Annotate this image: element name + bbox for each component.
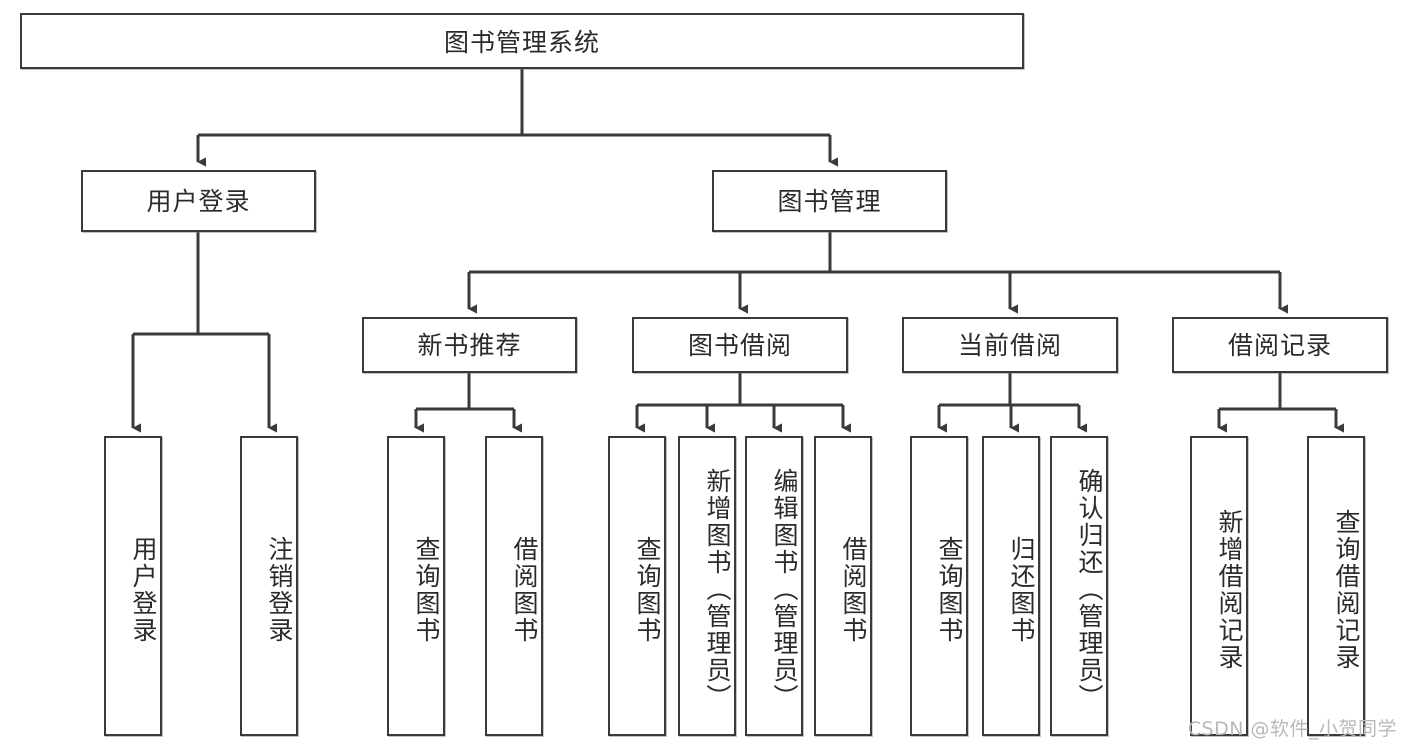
node-leaf-query-book-recommend-label: 查询图书 [412, 536, 441, 644]
node-leaf-edit-book[interactable]: 编辑图书（管理员） [745, 436, 803, 736]
node-leaf-borrow-book-recommend-label: 借阅图书 [510, 536, 539, 644]
node-leaf-borrow-book-recommend[interactable]: 借阅图书 [485, 436, 543, 736]
node-leaf-add-borrow-record[interactable]: 新增借阅记录 [1190, 436, 1248, 736]
node-borrow-record-label: 借阅记录 [1227, 330, 1332, 360]
node-book-borrow[interactable]: 图书借阅 [632, 317, 848, 373]
node-leaf-query-book-borrow[interactable]: 查询图书 [608, 436, 666, 736]
node-leaf-user-login-label: 用户登录 [129, 536, 158, 644]
node-leaf-query-book-recommend[interactable]: 查询图书 [387, 436, 445, 736]
node-book-manage-label: 图书管理 [777, 186, 882, 216]
node-leaf-return-book[interactable]: 归还图书 [982, 436, 1040, 736]
node-leaf-borrow-book-label: 借阅图书 [839, 536, 868, 644]
node-leaf-query-book-current[interactable]: 查询图书 [910, 436, 968, 736]
node-book-borrow-label: 图书借阅 [687, 330, 792, 360]
node-new-book-recommend[interactable]: 新书推荐 [362, 317, 577, 373]
node-leaf-return-book-label: 归还图书 [1007, 536, 1036, 644]
csdn-watermark: CSDN @软件_小贺同学 [1187, 718, 1397, 740]
node-leaf-query-book-current-label: 查询图书 [935, 536, 964, 644]
node-leaf-user-login[interactable]: 用户登录 [104, 436, 162, 736]
node-leaf-logout-label: 注销登录 [265, 536, 294, 644]
node-borrow-record[interactable]: 借阅记录 [1172, 317, 1388, 373]
node-current-borrow[interactable]: 当前借阅 [902, 317, 1118, 373]
node-leaf-query-book-borrow-label: 查询图书 [633, 536, 662, 644]
node-root-label: 图书管理系统 [443, 28, 600, 57]
node-leaf-add-book[interactable]: 新增图书（管理员） [678, 436, 736, 736]
node-user-login[interactable]: 用户登录 [81, 170, 316, 232]
node-leaf-logout[interactable]: 注销登录 [240, 436, 298, 736]
node-current-borrow-label: 当前借阅 [957, 330, 1062, 360]
node-leaf-add-book-label: 新增图书（管理员） [703, 467, 732, 711]
node-root-system[interactable]: 图书管理系统 [20, 13, 1024, 69]
node-leaf-edit-book-label: 编辑图书（管理员） [770, 467, 799, 711]
node-new-book-recommend-label: 新书推荐 [417, 330, 522, 360]
node-leaf-add-borrow-record-label: 新增借阅记录 [1215, 509, 1244, 671]
node-leaf-confirm-return[interactable]: 确认归还（管理员） [1050, 436, 1108, 736]
node-leaf-query-borrow-record[interactable]: 查询借阅记录 [1307, 436, 1365, 736]
node-leaf-confirm-return-label: 确认归还（管理员） [1075, 467, 1104, 711]
node-user-login-label: 用户登录 [146, 186, 251, 216]
node-leaf-borrow-book[interactable]: 借阅图书 [814, 436, 872, 736]
node-book-manage[interactable]: 图书管理 [712, 170, 947, 232]
node-leaf-query-borrow-record-label: 查询借阅记录 [1332, 509, 1361, 671]
